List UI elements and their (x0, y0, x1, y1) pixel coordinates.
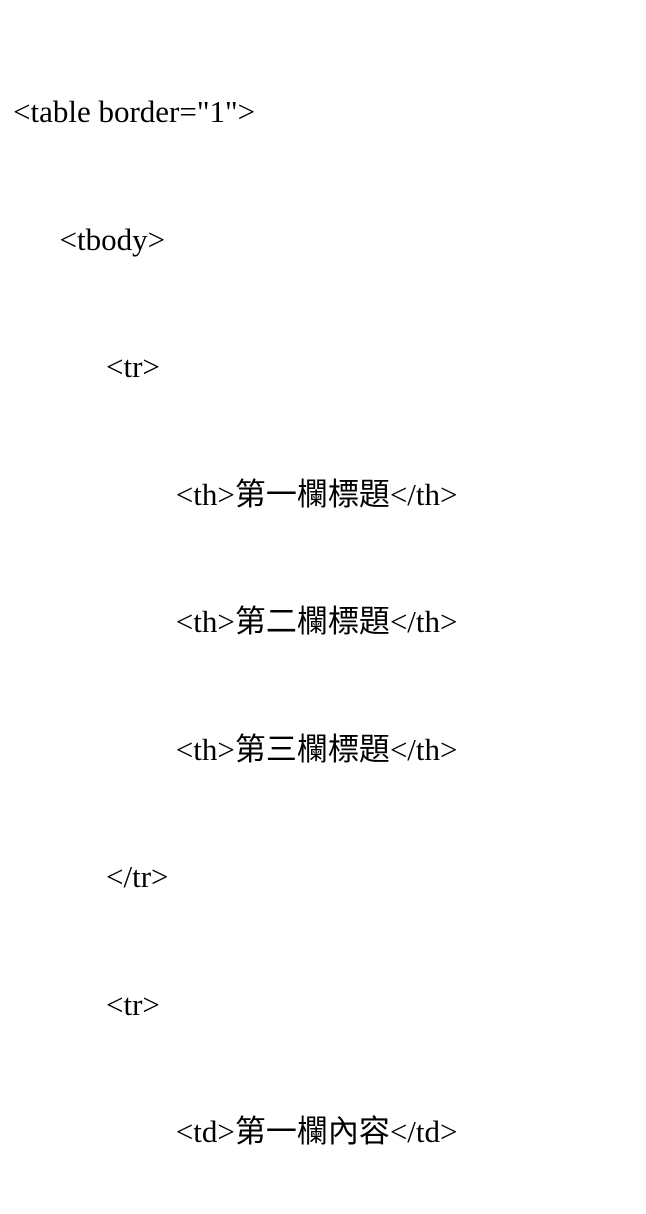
code-block: <table border="1"> <tbody> <tr> <th>第一欄標… (13, 94, 458, 1149)
code-line: <td>第一欄內容</td> (13, 1114, 458, 1149)
code-line: <th>第二欄標題</th> (13, 604, 458, 639)
code-line: </tr> (13, 859, 169, 894)
code-line: <th>第一欄標題</th> (13, 476, 458, 512)
code-line: <tr> (13, 349, 160, 384)
code-line: <th>第三欄標題</th> (13, 731, 458, 767)
code-line: <tbody> (13, 221, 166, 257)
code-line: <table border="1"> (13, 94, 256, 129)
code-line: <tr> (13, 986, 160, 1022)
